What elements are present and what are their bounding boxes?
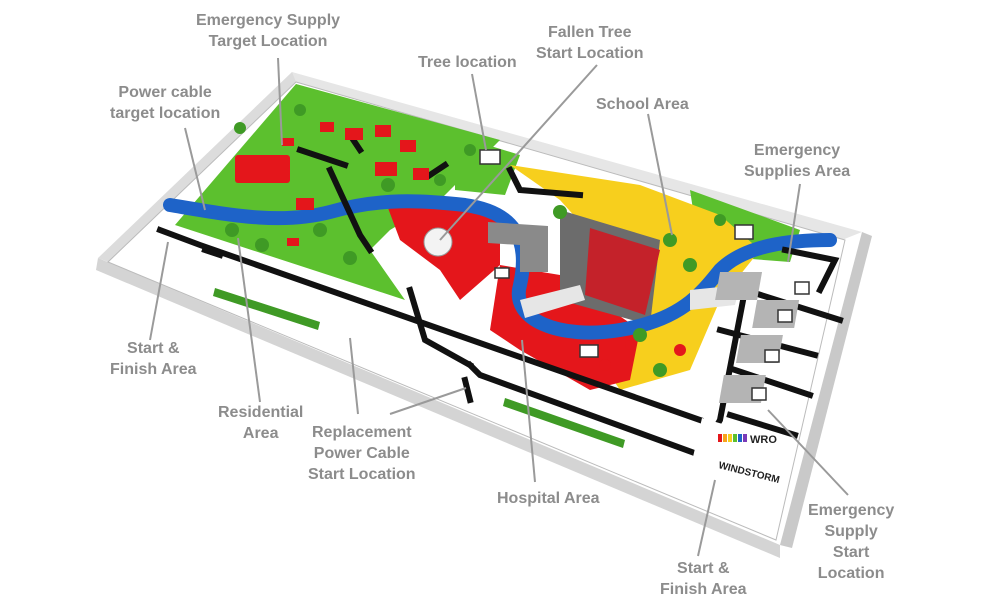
label-fallen-tree-start: Fallen Tree Start Location [536,24,644,62]
label-emergency-supplies-area: Emergency Supplies Area [744,142,851,180]
callout-hospital [521,339,536,483]
callout-emergency-supply-start [767,409,849,496]
school-court [585,228,660,315]
label-residential-area: Residential Area [218,404,304,442]
callout-replacement-cable-b [389,387,467,415]
table-walls [96,72,872,558]
callout-lines [149,57,849,557]
callout-residential [237,237,261,403]
callout-tree-location [471,73,487,151]
label-hospital-area: Hospital Area [497,490,600,507]
callout-fallen-tree [439,64,598,241]
label-replacement-power-cable: Replacement Power Cable Start Location [308,424,416,483]
callout-start-finish-left [149,241,169,341]
callout-power-cable-target [184,127,206,211]
umbrellas [599,340,686,371]
mat-logo-block [690,418,795,498]
label-emergency-supply-start: Emergency Supply Start Location [808,502,895,582]
label-school-area: School Area [596,96,689,113]
residential-houses [235,122,429,246]
label-start-finish-left: Start & Finish Area [110,340,197,378]
mat-objects [479,149,810,401]
label-start-finish-bottom: Start & Finish Area [660,560,747,598]
mat-logo-text: WRO [750,434,777,446]
river [163,194,837,340]
callout-replacement-cable-a [349,337,359,415]
label-emergency-supply-target: Emergency Supply Target Location [196,12,341,50]
label-tree-location: Tree location [418,54,517,71]
mat-strips [213,288,625,448]
trees [225,104,726,377]
callout-start-finish-bottom [697,479,716,557]
label-power-cable-target: Power cable target location [110,84,221,122]
callout-emergency-supply-target [277,57,283,146]
pier [488,222,548,272]
callout-school-area [647,113,673,236]
callout-emergency-supplies [787,183,801,263]
bridge [520,285,585,318]
